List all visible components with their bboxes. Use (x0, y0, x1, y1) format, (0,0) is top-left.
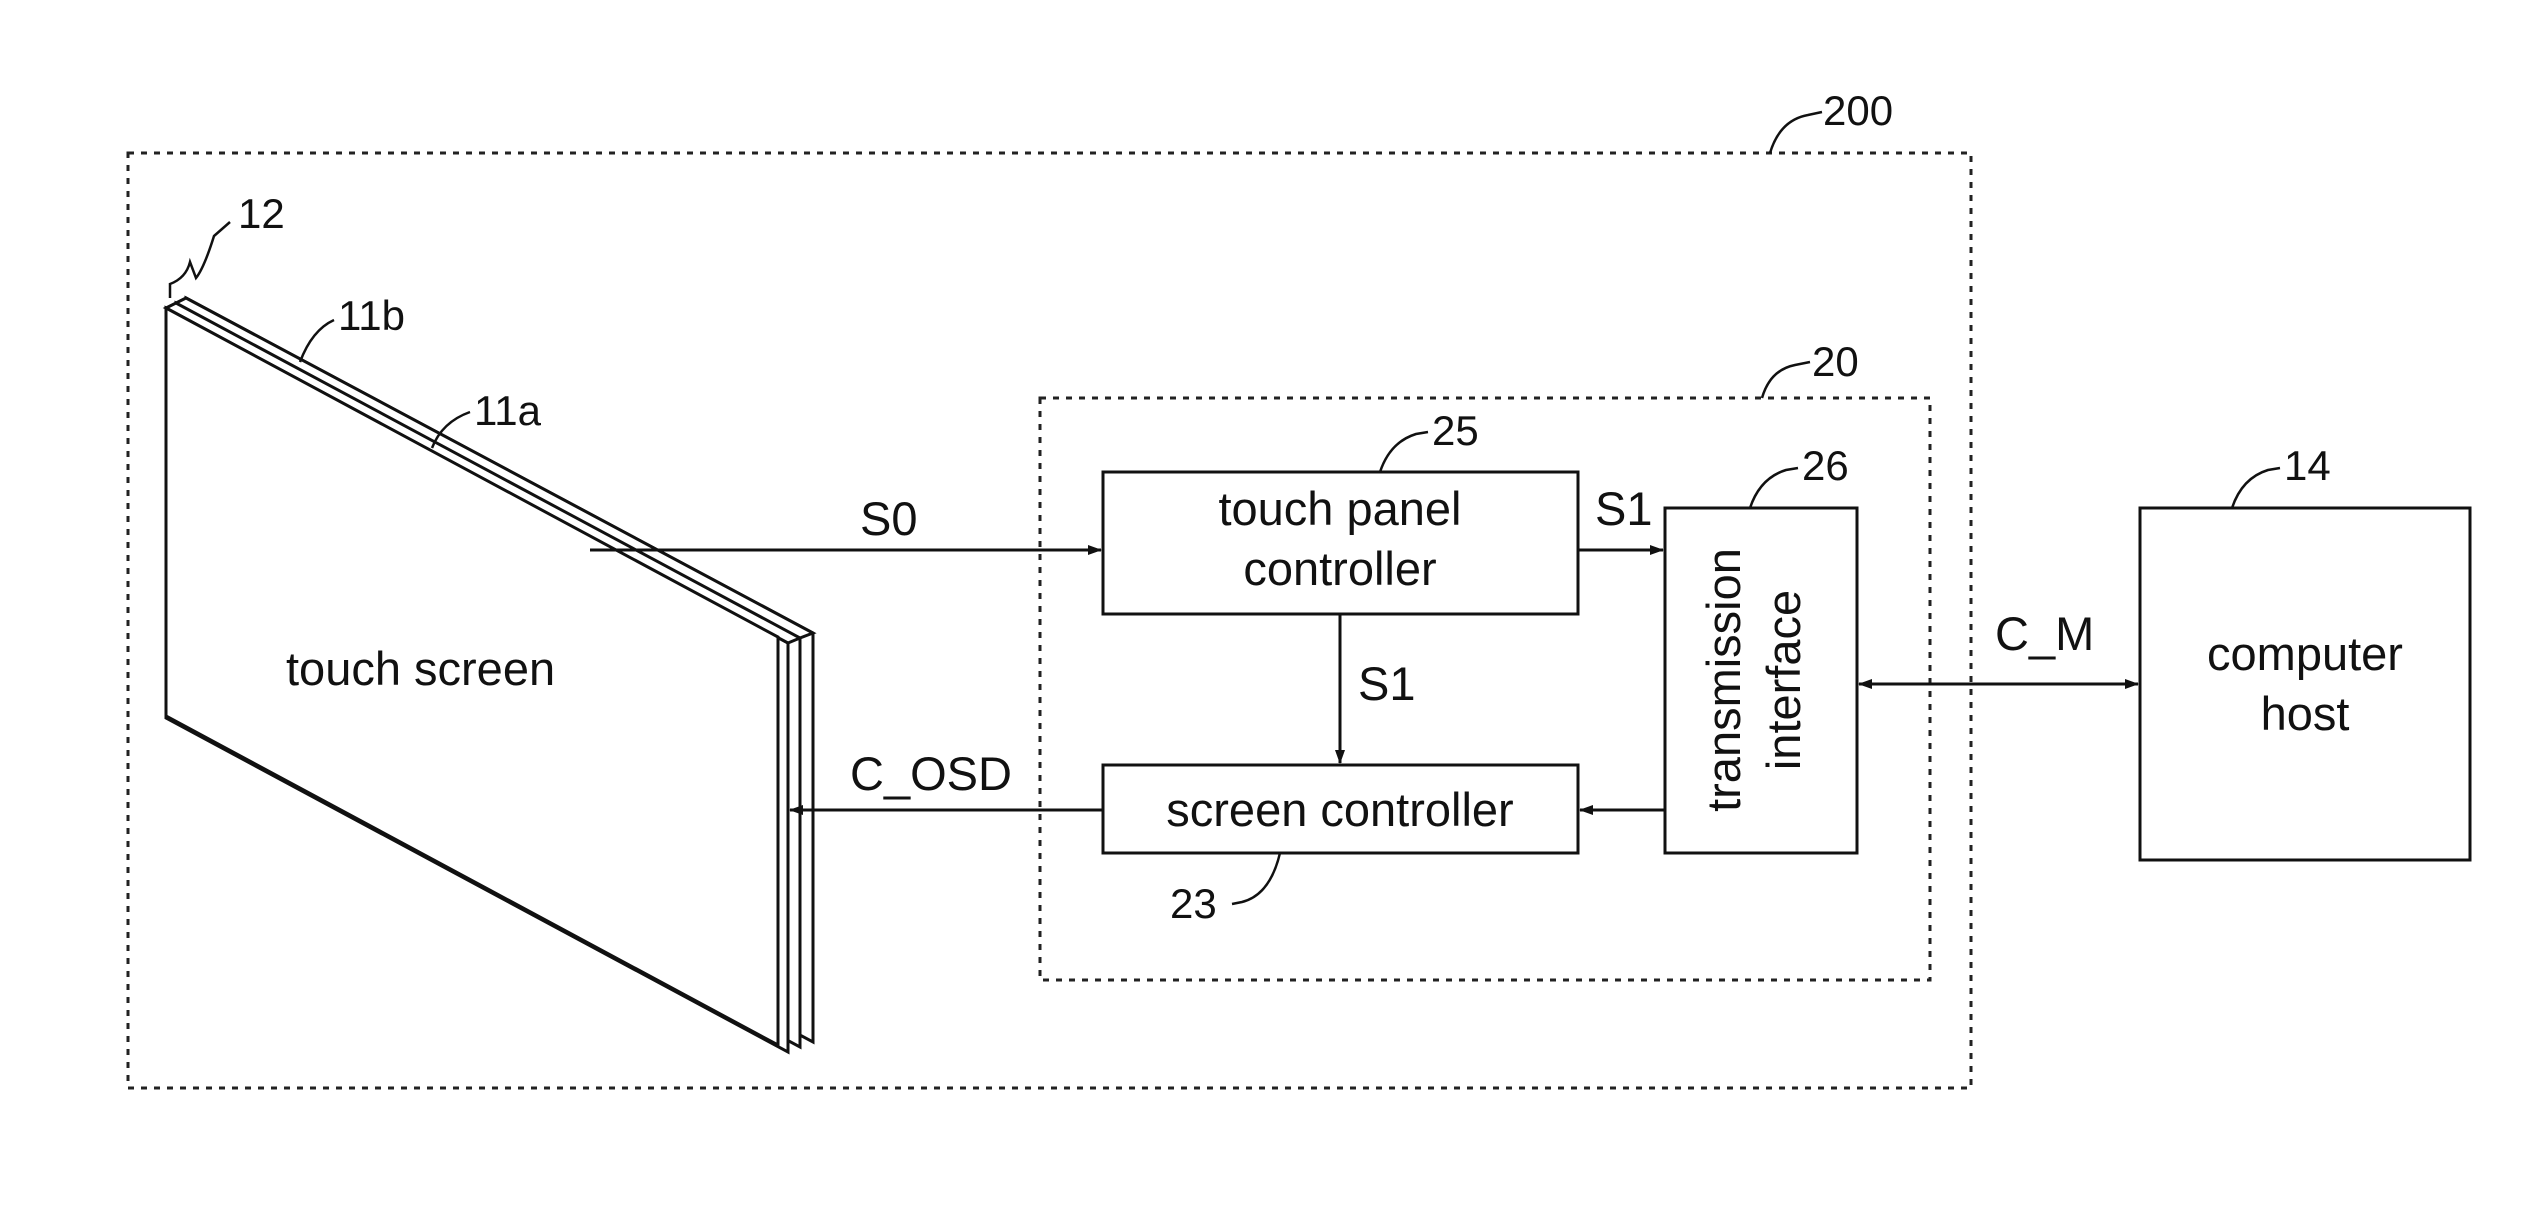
outer-system-ref: 200 (1823, 87, 1893, 134)
transmission-interface-label-line2: interface (1757, 590, 1810, 770)
layer-11b-leader (300, 320, 334, 362)
computer-host-leader (2232, 468, 2280, 508)
screen-controller-ref: 23 (1170, 880, 1217, 927)
touch-screen-label: touch screen (286, 642, 555, 695)
computer-host-label-line2: host (2261, 687, 2350, 740)
signal-s1-down-label: S1 (1358, 657, 1416, 710)
touch-panel-controller-leader (1380, 432, 1428, 472)
controller-board-leader (1762, 362, 1810, 398)
transmission-interface-ref: 26 (1802, 442, 1849, 489)
layer-12-leader (170, 222, 230, 298)
signal-c-m-label: C_M (1995, 607, 2094, 660)
touch-panel-controller-ref: 25 (1432, 407, 1479, 454)
outer-system-leader (1770, 112, 1822, 153)
signal-c-osd-label: C_OSD (850, 747, 1012, 800)
computer-host-ref: 14 (2284, 442, 2331, 489)
signal-s0-label: S0 (860, 492, 918, 545)
touch-panel-controller-label-line2: controller (1243, 542, 1436, 595)
layer-11b-ref: 11b (338, 292, 405, 339)
layer-11a-ref: 11a (474, 387, 542, 434)
screen-controller-label: screen controller (1166, 783, 1513, 836)
transmission-interface-leader (1750, 468, 1798, 508)
computer-host-label-line1: computer (2207, 627, 2403, 680)
screen-controller-leader (1232, 853, 1280, 904)
touch-panel-controller-label-line1: touch panel (1218, 482, 1461, 535)
controller-board-ref: 20 (1812, 338, 1859, 385)
transmission-interface-label-line1: transmission (1697, 548, 1750, 812)
layer-12-ref: 12 (238, 190, 285, 237)
signal-s1-right-label: S1 (1595, 482, 1653, 535)
computer-host-block (2140, 508, 2470, 860)
